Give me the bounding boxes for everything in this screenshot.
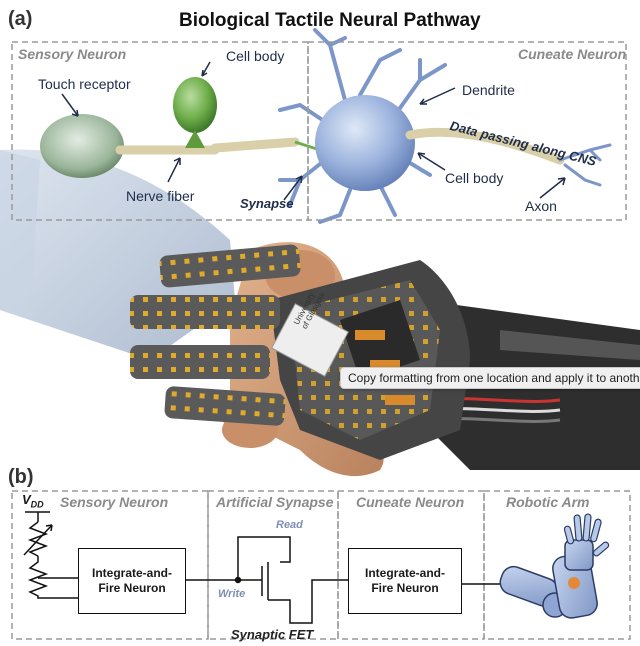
axon-label: Axon bbox=[525, 198, 557, 214]
panel-b-tag: (b) bbox=[8, 466, 34, 488]
cuneate-neuron-box-title: Cuneate Neuron bbox=[518, 46, 627, 62]
vdd-main: V bbox=[22, 492, 31, 507]
synapse-title-b: Artificial Synapse bbox=[216, 494, 334, 510]
glove-fingers bbox=[130, 244, 301, 426]
nerve-fiber-label: Nerve fiber bbox=[126, 188, 195, 204]
format-painter-tooltip: Copy formatting from one location and ap… bbox=[340, 367, 640, 389]
block1-line1: Integrate-and- bbox=[91, 566, 172, 580]
touch-receptor-label: Touch receptor bbox=[38, 76, 131, 92]
sensory-title-b: Sensory Neuron bbox=[60, 494, 169, 510]
figure-title: Biological Tactile Neural Pathway bbox=[179, 10, 481, 31]
university-badge bbox=[271, 303, 349, 377]
cuneate-neuron-shape bbox=[278, 28, 447, 224]
block2-line2: Fire Neuron bbox=[371, 581, 439, 595]
sensory-cell-body-shape bbox=[173, 77, 217, 133]
sensory-neuron-box-title: Sensory Neuron bbox=[18, 46, 127, 62]
cuneate-title-b: Cuneate Neuron bbox=[356, 494, 465, 510]
synaptic-fet-label: Synaptic FET bbox=[231, 627, 314, 642]
integrate-fire-block-1: Integrate-and-Fire Neuron bbox=[78, 548, 186, 614]
touch-receptor-shape bbox=[40, 114, 124, 178]
dendrite-label: Dendrite bbox=[462, 82, 515, 98]
vdd-sub: DD bbox=[30, 499, 44, 510]
robotic-arm-drawing bbox=[499, 513, 610, 619]
integrate-fire-block-2: Integrate-and-Fire Neuron bbox=[348, 548, 462, 614]
block2-line1: Integrate-and- bbox=[364, 566, 445, 580]
robotic-title-b: Robotic Arm bbox=[506, 494, 590, 510]
block1-line2: Fire Neuron bbox=[98, 581, 166, 595]
read-label: Read bbox=[276, 519, 303, 531]
sensory-cell-body-label: Cell body bbox=[226, 48, 285, 64]
cuneate-cell-body-label: Cell body bbox=[445, 170, 504, 186]
panel-a-tag: (a) bbox=[8, 8, 33, 30]
synapse-label: Synapse bbox=[240, 196, 294, 211]
write-label: Write bbox=[218, 588, 246, 600]
vdd-label: VDD bbox=[22, 492, 44, 510]
